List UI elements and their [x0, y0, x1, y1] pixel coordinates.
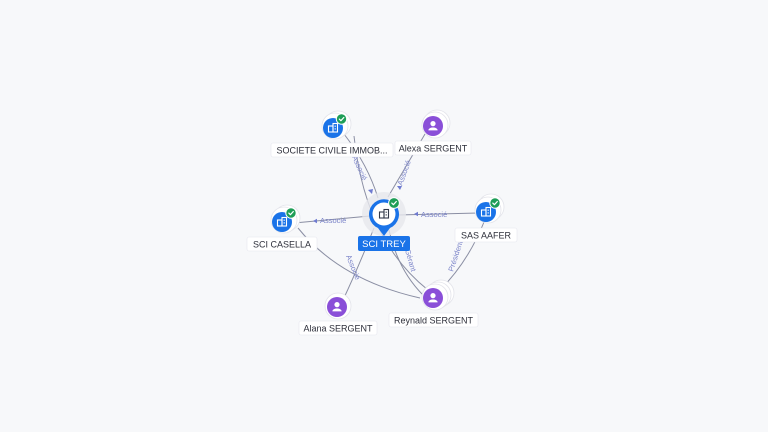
edge-alexa[interactable]	[387, 133, 426, 198]
arrow-alexa	[397, 186, 402, 190]
node-label-casella: SCI CASELLA	[253, 240, 311, 250]
edge-societe[interactable]	[343, 133, 379, 199]
node-label-societe-box[interactable]: SOCIETE CIVILE IMMOB...	[270, 142, 394, 158]
edge-label-aafer: Associé	[421, 210, 447, 219]
node-alana[interactable]	[324, 292, 352, 320]
node-label-alexa-box[interactable]: Alexa SERGENT	[394, 140, 472, 156]
arrow-aafer	[414, 211, 418, 217]
node-label-alana: Alana SERGENT	[303, 324, 373, 334]
edge-alana[interactable]	[342, 227, 375, 301]
node-label-casella-box[interactable]: SCI CASELLA	[246, 236, 318, 252]
node-label-alana-box[interactable]: Alana SERGENT	[298, 320, 378, 336]
node-alexa[interactable]	[421, 109, 451, 139]
node-label-societe: SOCIETE CIVILE IMMOB...	[276, 146, 387, 156]
edge-label-reynald-gerant: Gérant	[403, 248, 418, 273]
verified-badge	[285, 207, 297, 219]
verified-badge	[335, 113, 348, 125]
edge-label-alana: Associé	[344, 253, 362, 281]
node-casella[interactable]	[270, 204, 301, 234]
node-label-center: SCI TREY	[362, 239, 406, 250]
node-label-alexa: Alexa SERGENT	[399, 144, 468, 154]
edge-aafer[interactable]	[397, 212, 479, 216]
node-label-aafer-box[interactable]: SAS AAFER	[454, 227, 518, 243]
center-label-box[interactable]: SCI TREY	[358, 236, 410, 251]
verified-badge	[489, 197, 501, 209]
node-reynald[interactable]	[421, 279, 455, 311]
node-center[interactable]	[362, 192, 406, 236]
verified-badge	[388, 197, 400, 209]
arrow-casella	[313, 218, 317, 224]
node-label-aafer: SAS AAFER	[461, 231, 512, 241]
edge-label-casella: Associé	[320, 216, 346, 225]
edge-casella[interactable]	[293, 215, 371, 224]
node-label-reynald-box[interactable]: Reynald SERGENT	[388, 312, 479, 328]
node-societe[interactable]	[321, 110, 352, 140]
node-label-reynald: Reynald SERGENT	[394, 316, 474, 326]
edge-arrows	[313, 186, 418, 224]
arrow-societe	[368, 189, 373, 194]
node-aafer[interactable]	[474, 193, 505, 224]
edge-label-alexa: Associé	[395, 159, 412, 187]
edge-label-reynald-president: Président	[446, 239, 465, 273]
